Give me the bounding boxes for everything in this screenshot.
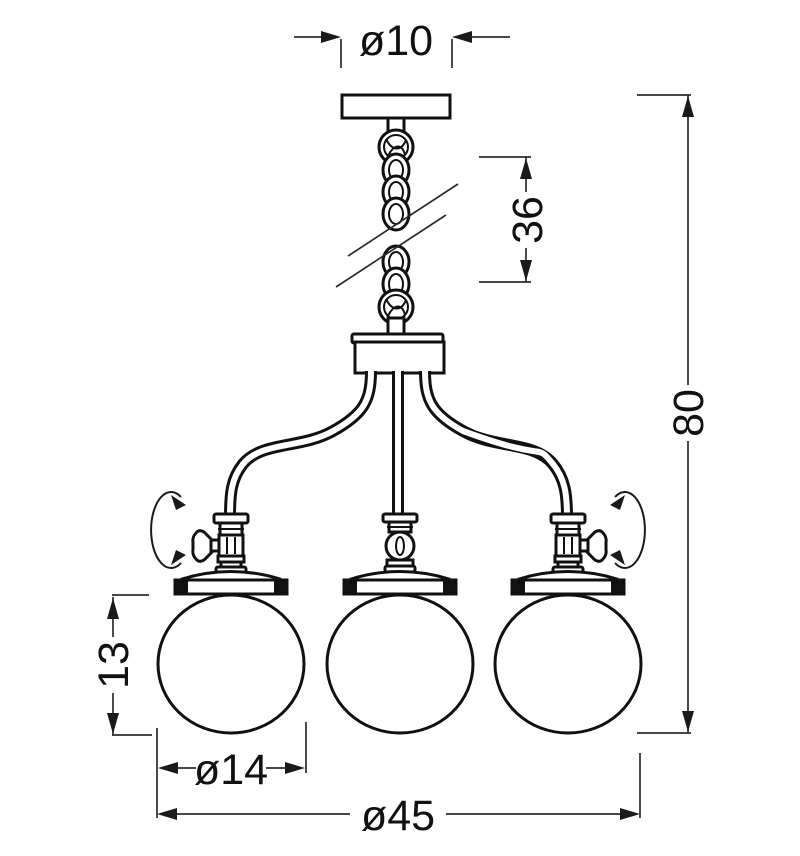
lamp-head-left bbox=[173, 512, 289, 596]
ceiling-canopy bbox=[340, 93, 452, 134]
chain-break-marks bbox=[335, 183, 459, 288]
dim-canopy-diameter: ø10 bbox=[294, 17, 510, 68]
lamp-head-center bbox=[342, 512, 458, 596]
globe-center bbox=[325, 593, 475, 735]
switch-knob-right bbox=[578, 529, 608, 563]
dim-label-canopy-diameter: ø10 bbox=[359, 17, 433, 65]
dim-total-width: ø45 bbox=[157, 753, 641, 840]
globe-left bbox=[156, 593, 306, 735]
arm-right bbox=[419, 370, 573, 518]
dim-label-globe-height: 13 bbox=[90, 641, 138, 689]
rotation-arrow-right bbox=[610, 491, 646, 569]
dim-label-total-width: ø45 bbox=[361, 792, 435, 840]
dim-chain-length: 36 bbox=[479, 156, 552, 283]
dim-label-chain-length: 36 bbox=[504, 196, 552, 244]
dim-total-height: 80 bbox=[637, 94, 713, 734]
switch-knob-left bbox=[191, 529, 221, 563]
globe-right bbox=[493, 593, 643, 735]
lamp-head-right bbox=[510, 512, 626, 596]
dim-globe-height: 13 bbox=[90, 594, 152, 736]
rotation-arrow-left bbox=[150, 491, 186, 569]
dim-globe-diameter: ø14 bbox=[156, 722, 307, 818]
hub-body bbox=[350, 332, 446, 375]
suspension-chain bbox=[377, 128, 415, 336]
dim-label-globe-diameter: ø14 bbox=[194, 746, 268, 794]
dim-label-total-height: 80 bbox=[665, 389, 713, 437]
arm-left bbox=[224, 370, 377, 518]
